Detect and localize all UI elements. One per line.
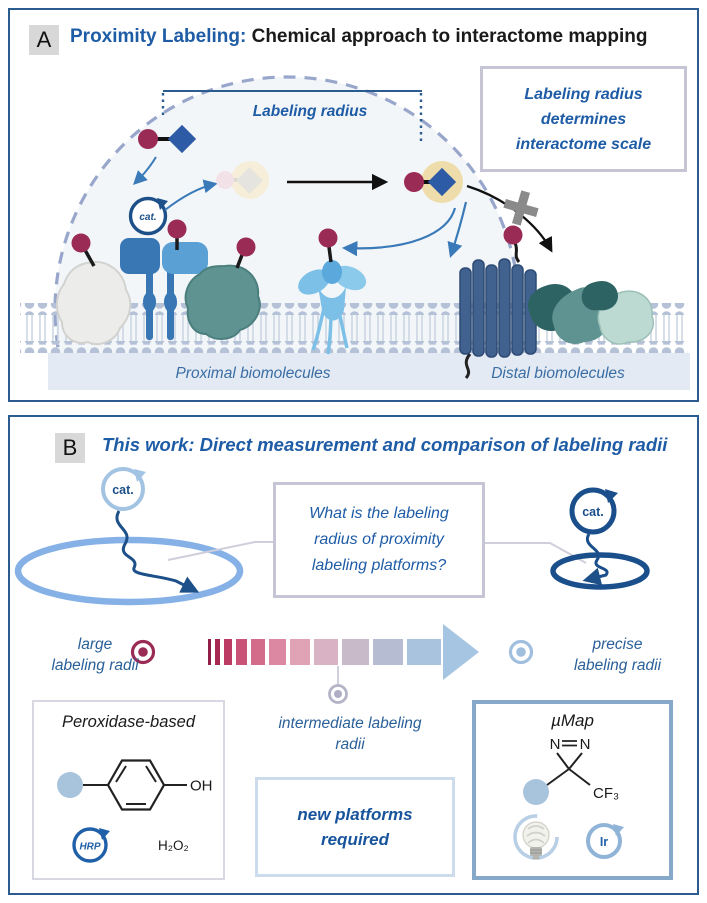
phenol-structure: OH — [57, 759, 213, 811]
radius-target-intermediate — [328, 684, 348, 704]
svg-text:N: N — [550, 736, 561, 753]
large-radius-catalyst: cat. — [14, 467, 244, 606]
hydroxyl-label: OH — [190, 778, 213, 795]
spectrum-bar — [290, 639, 310, 665]
panel-b-figure: cat. cat. — [14, 467, 650, 863]
white-protein — [56, 260, 132, 346]
panel-a-title-highlight: Proximity Labeling: — [70, 26, 247, 47]
distal-biomolecules-label: Distal biomolecules — [491, 365, 625, 382]
peroxidase-title: Peroxidase-based — [62, 713, 195, 731]
labeling-radius-bracket — [161, 90, 423, 142]
svg-text:Ir: Ir — [600, 835, 608, 849]
spectrum-bar — [342, 639, 369, 665]
light-bulb-icon — [513, 814, 559, 860]
cf3-label: CF₃ — [593, 785, 619, 802]
cat-label-right: cat. — [582, 505, 604, 519]
distal-protein-cluster — [527, 280, 655, 345]
spectrum-bar — [251, 639, 265, 665]
spectrum-bar — [269, 639, 286, 665]
faded-probe — [216, 161, 269, 199]
svg-text:N: N — [580, 736, 591, 753]
spectrum-bar — [373, 639, 403, 665]
panel-a-figure: Labeling radius cat. — [10, 75, 697, 400]
teal-protein — [184, 264, 261, 340]
probe-to-cat-arrow — [133, 156, 157, 185]
radius-target-precise — [508, 639, 534, 665]
h2o2-label: H₂O₂ — [158, 838, 189, 853]
svg-text:HRP: HRP — [79, 842, 100, 853]
panel-a-title-rest: Chemical approach to interactome mapping — [246, 26, 648, 47]
activated-probe — [404, 161, 463, 203]
spectrum-bar — [215, 639, 220, 665]
radius-spectrum-bars — [208, 639, 441, 665]
labeling-radius-info-box: Labeling radius determines interactome s… — [480, 66, 687, 172]
question-box: What is the labeling radius of proximity… — [273, 482, 485, 598]
catalyst-cycle-icon: cat. — [128, 196, 168, 236]
ir-cycle-icon: Ir — [586, 823, 624, 859]
connector-left — [167, 541, 273, 561]
spectrum-arrowhead — [443, 624, 479, 680]
precise-radius-catalyst: cat. — [550, 487, 650, 590]
radius-target-large — [130, 639, 156, 665]
spectrum-bar — [208, 639, 211, 665]
svg-text:cat.: cat. — [139, 212, 156, 223]
new-platforms-box: new platforms required — [255, 777, 455, 877]
panel-b-title: This work: Direct measurement and compar… — [102, 434, 668, 455]
spectrum-bar — [236, 639, 247, 665]
umap-title: µMap — [551, 711, 594, 730]
umap-box — [472, 700, 673, 880]
panel-a-badge: A — [29, 25, 59, 55]
proximal-arrow-short — [447, 201, 468, 258]
light-blue-protein — [298, 260, 367, 355]
panel-b: cat. cat. — [8, 415, 699, 895]
peroxidase-box — [32, 700, 225, 880]
spectrum-bar — [224, 639, 232, 665]
labeling-radius-label: Labeling radius — [253, 103, 368, 120]
panel-a-title: Proximity Labeling: Chemical approach to… — [70, 26, 648, 48]
panel-a: Labeling radius cat. — [8, 8, 699, 402]
cat-label-left: cat. — [112, 483, 134, 497]
biotin-labels — [71, 219, 523, 269]
diazirine-structure: N N CF₃ — [523, 736, 619, 805]
barrel-protein — [459, 258, 537, 379]
proximal-biomolecules-label: Proximal biomolecules — [175, 365, 331, 382]
cat-to-intermediate-arrow — [164, 179, 218, 211]
spectrum-bar — [407, 639, 441, 665]
hrp-cycle-icon: HRP — [72, 827, 110, 863]
spectrum-bar — [314, 639, 338, 665]
receptor-protein — [120, 238, 208, 340]
panel-b-badge: B — [55, 433, 85, 463]
blocked-cross-icon — [503, 190, 539, 226]
proximal-arrow-long — [341, 207, 457, 257]
